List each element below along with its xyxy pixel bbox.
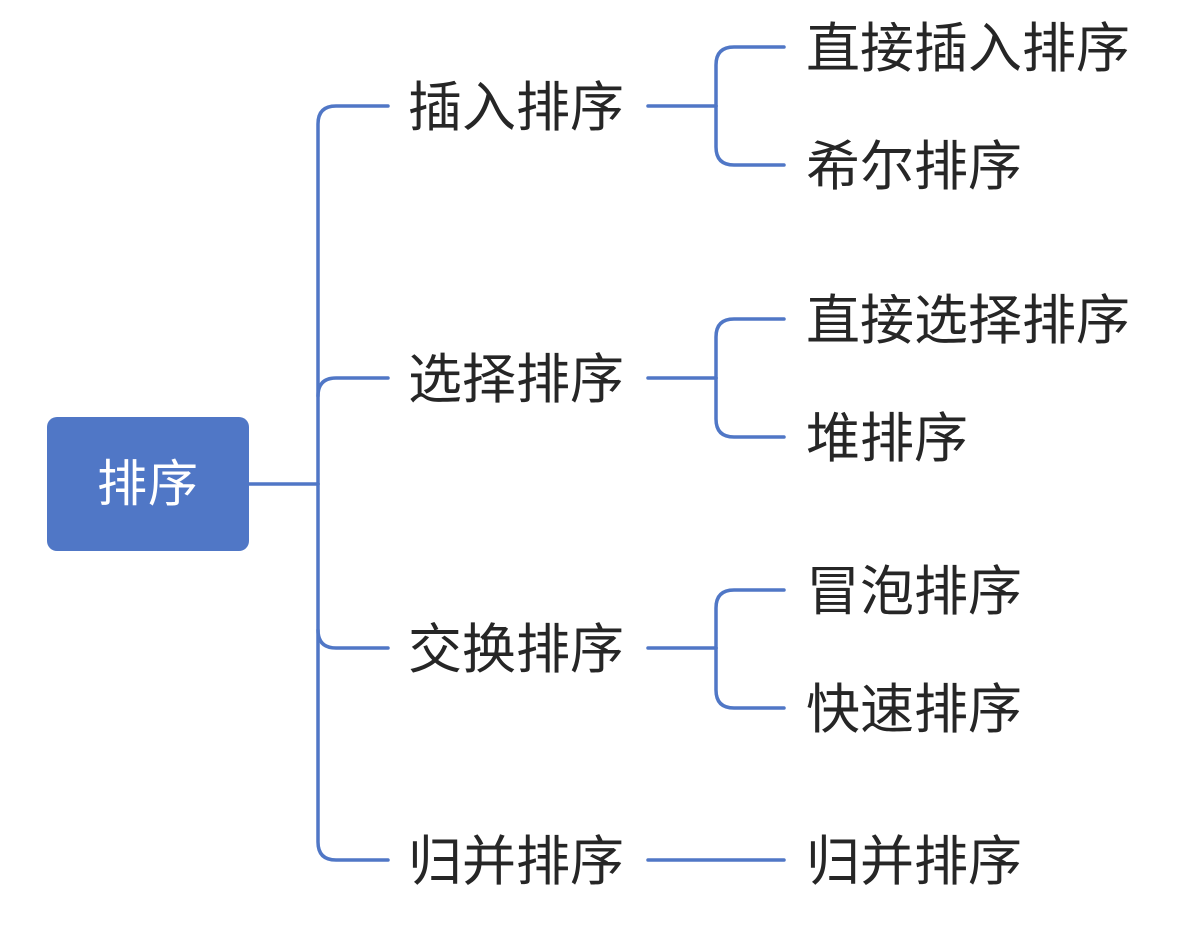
category-merge-sort: 归并排序 bbox=[408, 830, 624, 893]
leaf-straight-selection-sort: 直接选择排序 bbox=[806, 289, 1130, 352]
branch-exchange-child-2 bbox=[714, 646, 786, 710]
category-selection-sort: 选择排序 bbox=[408, 348, 624, 411]
trunk-branch-exchange bbox=[316, 628, 390, 650]
category-exchange-sort: 交换排序 bbox=[408, 618, 624, 681]
leaf-quick-sort: 快速排序 bbox=[806, 678, 1022, 741]
leaf-merge-sort: 归并排序 bbox=[806, 830, 1022, 893]
leaf-heap-sort: 堆排序 bbox=[806, 407, 968, 470]
root-node-label: 排序 bbox=[97, 455, 199, 513]
branch-insertion-child-1 bbox=[714, 45, 786, 108]
branch-exchange-child-1 bbox=[714, 588, 786, 650]
branch-selection-child-1 bbox=[714, 317, 786, 380]
branch-insertion-child-2 bbox=[714, 104, 786, 167]
trunk-branch-insertion bbox=[316, 104, 390, 486]
trunk-branch-selection bbox=[316, 376, 390, 398]
leaf-bubble-sort: 冒泡排序 bbox=[806, 560, 1022, 623]
category-insertion-sort: 插入排序 bbox=[408, 76, 624, 139]
leaf-straight-insertion-sort: 直接插入排序 bbox=[806, 17, 1130, 80]
branch-selection-child-2 bbox=[714, 376, 786, 439]
root-node: 排序 bbox=[47, 417, 249, 551]
trunk-branch-merge bbox=[316, 482, 390, 862]
leaf-shell-sort: 希尔排序 bbox=[806, 135, 1022, 198]
